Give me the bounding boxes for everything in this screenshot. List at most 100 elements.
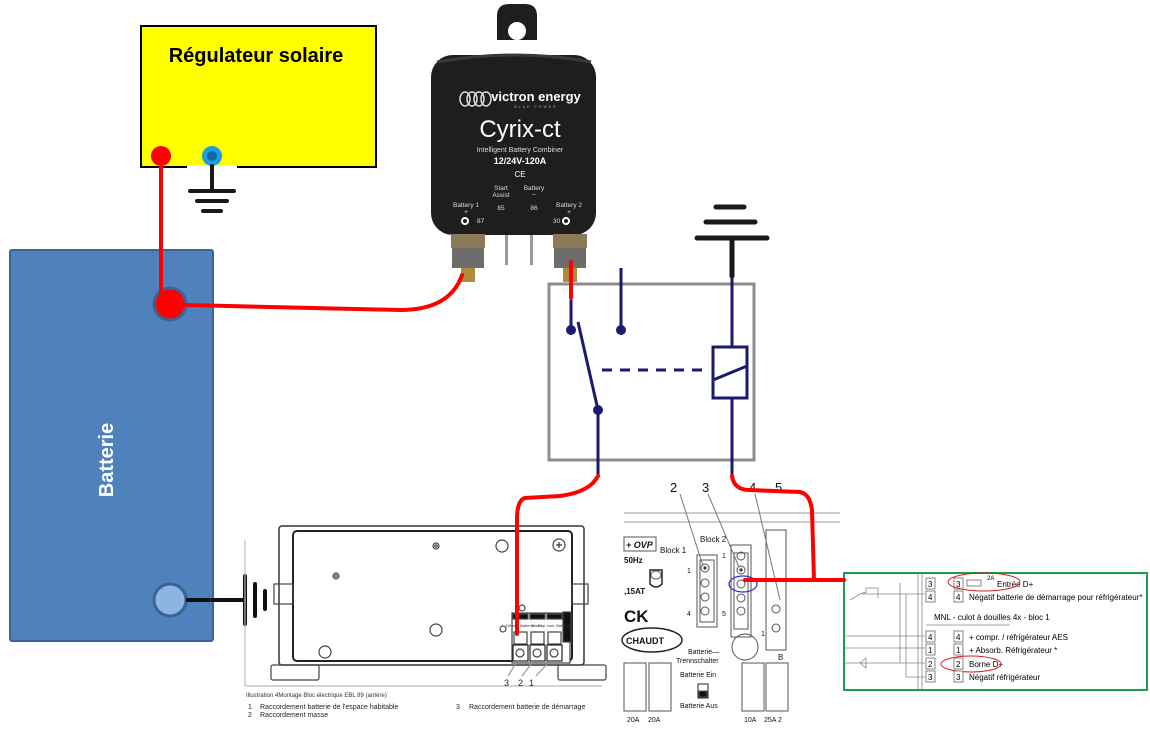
svg-text:+: + — [464, 209, 468, 216]
callout-5: 5 — [775, 480, 782, 495]
svg-text:Intelligent Battery Combiner: Intelligent Battery Combiner — [477, 147, 564, 154]
svg-text:+ OVP: + OVP — [626, 540, 654, 550]
svg-text:4: 4 — [928, 633, 933, 642]
solar-regulator: Régulateur solaire — [140, 25, 377, 213]
svg-text:20A: 20A — [627, 717, 640, 724]
svg-text:Illustration 4Montage Bloc éle: Illustration 4Montage Bloc électrique EB… — [246, 693, 387, 699]
svg-text:Trennschalter: Trennschalter — [676, 658, 719, 665]
wiring-panel-border — [843, 572, 1148, 691]
callout-3: 3 — [702, 480, 709, 495]
wiring-row: 4 4 + compr. / réfrigérateur AES — [925, 630, 1068, 643]
svg-text:1: 1 — [761, 631, 765, 638]
wiring-row: 4 4 Négatif batterie de démarrage pour r… — [925, 590, 1142, 603]
wire-battery-to-cyrix — [184, 273, 464, 313]
regulator-title: Régulateur solaire — [169, 45, 344, 67]
svg-text:Négatif batterie de démarrage: Négatif batterie de démarrage pour réfri… — [969, 593, 1142, 602]
cyrix-ct-combiner: victron energy BLUE POWER Cyrix-ct Intel… — [431, 4, 596, 282]
battery-positive-terminal — [152, 286, 188, 322]
wiring-row: 3 3 2A Entrée D+ — [925, 572, 1034, 592]
svg-text:+ compr. / réfrigérateur AES: + compr. / réfrigérateur AES — [969, 633, 1068, 642]
svg-text:4: 4 — [928, 593, 933, 602]
svg-text:Block 2: Block 2 — [700, 535, 727, 544]
svg-text:4: 4 — [956, 593, 961, 602]
svg-text:Négatif réfrigérateur: Négatif réfrigérateur — [969, 673, 1040, 682]
battery1-terminal-icon — [461, 217, 469, 225]
battery1-stud — [451, 234, 485, 282]
svg-text:12/24V-120A: 12/24V-120A — [494, 156, 547, 166]
wire-relay-to-ebl — [515, 474, 600, 636]
wiring-section-title: MNL - culot à douilles 4x - bloc 1 — [934, 613, 1050, 622]
ebl-terminal-labels: Démar. Batterie Moins Esp. hab. Batterie… — [504, 623, 571, 688]
battery-body — [9, 249, 214, 642]
svg-text:Block 1: Block 1 — [660, 546, 687, 555]
svg-text:−: − — [532, 192, 536, 199]
wiring-row: 1 1 + Absorb. Réfrigérateur * — [925, 643, 1057, 656]
victron-logo-icon — [459, 91, 492, 107]
svg-text:20A: 20A — [648, 717, 661, 724]
svg-text:1: 1 — [722, 553, 726, 560]
wire-relay-to-dplus — [730, 474, 816, 582]
cyrix-brand: victron energy — [491, 89, 581, 104]
ebl-caption: Illustration 4Montage Bloc électrique EB… — [246, 693, 585, 719]
regulator-box — [140, 25, 377, 168]
svg-text:,15AT: ,15AT — [624, 587, 645, 596]
schaudt-logo: CHAUDT — [626, 636, 664, 646]
cyrix-body — [431, 55, 596, 235]
callout-4: 4 — [749, 480, 756, 495]
ebl-legend-item: Raccordement masse — [260, 712, 328, 719]
svg-text:Batterie Aus: Batterie Aus — [680, 703, 718, 710]
svg-text:BLUE POWER: BLUE POWER — [514, 105, 557, 109]
relay-switch-contact — [576, 321, 600, 411]
relay-symbol — [547, 204, 770, 476]
svg-text:30: 30 — [553, 218, 561, 225]
schaudt-panel — [621, 493, 840, 712]
svg-text:Moins: Moins — [532, 623, 543, 628]
svg-text:2A: 2A — [987, 576, 994, 582]
svg-text:+ Absorb. Réfrigérateur *: + Absorb. Réfrigérateur * — [969, 646, 1057, 655]
callout-2: 2 — [670, 480, 677, 495]
battery-negative-terminal — [152, 582, 188, 618]
svg-text:87: 87 — [477, 218, 485, 225]
svg-text:5: 5 — [722, 611, 726, 618]
svg-text:3: 3 — [956, 673, 961, 682]
svg-text:3: 3 — [928, 673, 933, 682]
svg-text:3: 3 — [928, 580, 933, 589]
ebl-legend-item: Raccordement batterie de l'espace habita… — [260, 704, 398, 711]
svg-text:Battery 2: Battery 2 — [556, 202, 582, 209]
svg-text:Start: Start — [494, 185, 508, 192]
svg-text:+: + — [567, 209, 571, 216]
ground-icon — [188, 164, 236, 213]
wiring-panel: 3 3 2A Entrée D+ 4 4 Négatif batterie de… — [843, 572, 1148, 691]
svg-text:2: 2 — [928, 660, 933, 669]
svg-text:Esp. hab. Batterie: Esp. hab. Batterie — [538, 623, 571, 628]
svg-text:10A: 10A — [744, 717, 757, 724]
ebl-terminal-1-number: 1 — [529, 678, 534, 688]
svg-text:4: 4 — [687, 611, 691, 618]
ebl-terminal-3-number: 3 — [504, 678, 509, 688]
svg-text:Battery 1: Battery 1 — [453, 202, 479, 209]
svg-text:4: 4 — [956, 633, 961, 642]
svg-text:1: 1 — [687, 568, 691, 575]
svg-text:1: 1 — [956, 646, 961, 655]
wiring-row: 2 2 Borne D+ — [925, 655, 1003, 673]
red-wires — [159, 158, 846, 636]
svg-text:Battery: Battery — [524, 185, 545, 192]
ground-icon — [243, 574, 267, 626]
svg-text:86: 86 — [530, 205, 538, 212]
svg-text:3: 3 — [456, 704, 460, 711]
svg-text:2: 2 — [248, 712, 252, 719]
svg-text:1: 1 — [928, 646, 933, 655]
battery-label: Batterie — [96, 423, 118, 497]
ebl99-unit — [244, 525, 607, 687]
svg-text:CK: CK — [624, 607, 649, 626]
svg-text:Batterie Ein: Batterie Ein — [680, 672, 716, 679]
svg-text:CE: CE — [514, 170, 525, 179]
svg-text:Assist: Assist — [492, 192, 510, 199]
schaudt-labels: 2 3 4 5 Block 1 Block 2 1 4 1 5 + OVP 50… — [624, 480, 783, 724]
svg-text:B: B — [778, 653, 783, 662]
svg-text:Borne D+: Borne D+ — [969, 660, 1003, 669]
svg-text:Démar. Batterie: Démar. Batterie — [506, 623, 535, 628]
battery2-terminal-icon — [562, 217, 570, 225]
ebl-terminal-2-number: 2 — [518, 678, 523, 688]
